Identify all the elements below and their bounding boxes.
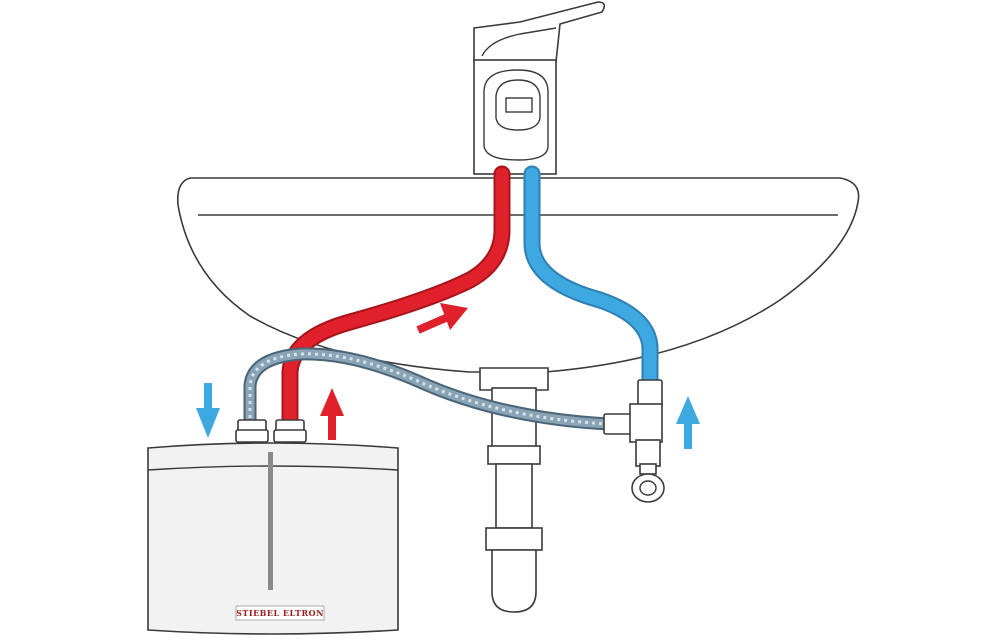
heater-connection-fittings	[235, 419, 307, 443]
drain-collar	[479, 367, 549, 391]
braided-cold-supply-hose	[243, 347, 615, 432]
hot-hose	[281, 165, 511, 434]
water-heater-unit: STIEBEL ELTRON	[147, 442, 399, 635]
faucet	[473, 1, 606, 175]
heater-brand-label: STIEBEL ELTRON	[236, 608, 324, 618]
angle-valve	[603, 379, 665, 503]
siphon-trap	[485, 387, 543, 613]
hot-outlet-arrow	[320, 388, 344, 440]
hot-flow-arrow	[416, 303, 468, 334]
cold-hose	[523, 165, 659, 393]
cold-supply-arrow	[676, 396, 700, 449]
cold-inlet-arrow	[196, 383, 220, 438]
heater-pipe-tube	[268, 452, 273, 590]
